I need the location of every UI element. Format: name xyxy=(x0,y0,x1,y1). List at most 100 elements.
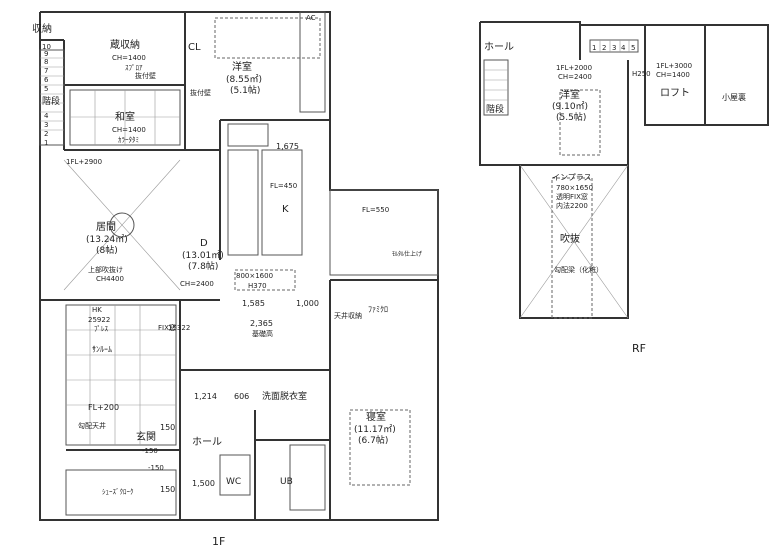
tatami-grid xyxy=(69,89,181,146)
step-num: 8 xyxy=(44,58,48,66)
label-rf-loft2-ch: CH=1400 xyxy=(656,71,690,79)
step-num: 7 xyxy=(44,67,48,75)
step-num: 6 xyxy=(44,76,49,84)
label-entrance-lvl: -150 xyxy=(142,447,158,455)
label-rf-western-tatami: (5.5帖) xyxy=(556,111,586,123)
label-dining-ch: CH=2400 xyxy=(180,280,214,288)
label-rf-attic: 小屋裏 xyxy=(722,92,746,102)
step-num: 2 xyxy=(602,44,606,52)
step-num: 9 xyxy=(44,50,48,58)
label-rf-h250: H250 xyxy=(632,70,651,78)
label-wet-fl: FL=550 xyxy=(362,206,389,214)
label-ceiling-storage: 天井収納 xyxy=(334,311,362,320)
label-rf-slope-beam: 勾配梁（化粧） xyxy=(554,265,603,274)
label-rf-inplus-size: 780×1650 xyxy=(556,184,593,192)
label-rf-inplus: インプラス xyxy=(552,173,592,182)
label-living-tatami: (8帖) xyxy=(96,244,118,256)
label-rf-stairs: 階段 xyxy=(486,103,504,115)
label-bedroom-area: (11.17㎡) xyxy=(354,424,396,435)
label-fix-window: FIX窓 xyxy=(158,323,176,332)
step-num: 5 xyxy=(631,44,635,52)
label-family-closet: ﾌｧﾐｸﾛ xyxy=(368,305,388,314)
label-dim-1500: 1,500 xyxy=(192,479,215,488)
label-shoes-closet: ｼｭｰｽﾞｸﾛｰｸ xyxy=(102,488,134,496)
label-sunroom-dims: 25922 xyxy=(88,316,110,324)
label-entrance-lvl2: -150 xyxy=(148,464,164,472)
label-dim-150b: 150 xyxy=(160,485,175,494)
label-living-fl: 1FL+2900 xyxy=(66,158,102,166)
label-rf-void: 吹抜 xyxy=(560,232,580,245)
label-rf-western: 洋室 xyxy=(560,88,580,101)
step-num: 10 xyxy=(42,43,51,51)
label-hall: ホール xyxy=(192,436,222,448)
label-storage: 収納 xyxy=(32,22,52,35)
label-kitchen: K xyxy=(282,204,289,215)
label-table: 800×1600 xyxy=(236,272,273,280)
step-num: 1 xyxy=(592,44,596,52)
step-num: 3 xyxy=(44,121,48,129)
label-dim-150a: 150 xyxy=(160,423,175,432)
label-dim-606: 606 xyxy=(234,392,249,401)
label-wc: WC xyxy=(226,477,241,487)
stairs-1f xyxy=(39,49,65,146)
label-table-h: H370 xyxy=(248,282,267,290)
label-rf-loft: ロフト xyxy=(660,88,690,99)
label-rf-western-area: (9.10㎡) xyxy=(552,101,588,112)
label-ub: UB xyxy=(280,477,293,487)
label-attic-storage: 蔵収納 xyxy=(110,38,140,51)
label-attic-sub: 抜付壁 xyxy=(135,71,156,80)
label-japanese-ch: CH=1400 xyxy=(112,126,146,134)
caption-rf: RF xyxy=(632,342,646,355)
label-dim-1000: 1,000 xyxy=(296,299,319,308)
step-num: 4 xyxy=(621,44,626,52)
label-living-ceiling: 上部吹抜け xyxy=(88,265,123,274)
label-sunroom-hk: HK xyxy=(92,306,102,314)
label-living-ch: CH4400 xyxy=(96,275,124,283)
label-sunroom: ｻﾝﾙｰﾑ xyxy=(92,345,112,354)
label-counter-dim: 2,365 xyxy=(250,319,273,328)
step-num: 4 xyxy=(44,112,49,120)
label-rf-loft-ch: CH=2400 xyxy=(558,73,592,81)
label-western-tatami: (5.1帖) xyxy=(230,84,260,96)
label-dim-1585: 1,585 xyxy=(242,299,265,308)
label-rf-loft2-fl: 1FL+3000 xyxy=(656,62,692,70)
label-mortar: ﾓﾙﾀﾙ仕上げ xyxy=(392,250,422,258)
label-ac: AC xyxy=(306,14,316,22)
label-stairs: 階段 xyxy=(42,95,60,107)
label-japanese-sub: 抜付壁 xyxy=(190,88,211,97)
label-attic-ch: CH=1400 xyxy=(112,54,146,62)
label-dining-tatami: (7.8帖) xyxy=(188,260,218,272)
first-floor-plan xyxy=(39,11,439,521)
label-western: 洋室 xyxy=(232,60,252,73)
label-dining: D xyxy=(200,238,208,249)
label-living-area: (13.24㎡) xyxy=(86,234,128,245)
label-sunroom-press: ﾌﾟﾚｽ xyxy=(94,325,108,333)
label-counter: 基礎高 xyxy=(252,329,273,338)
label-japanese-note: ｶﾗｰﾀﾀﾐ xyxy=(118,136,139,144)
step-num: 3 xyxy=(612,44,616,52)
first-floor-labels: 収納 蔵収納 CH=1400 ｽﾌﾟﾛｱ 抜付壁 CL 洋室 (8.55㎡) (… xyxy=(32,14,422,496)
label-rf-inplus-h: 内法2200 xyxy=(556,201,588,210)
label-western-area: (8.55㎡) xyxy=(226,74,262,85)
label-bedroom: 寝室 xyxy=(366,410,386,423)
label-rf-hall: ホール xyxy=(484,41,514,53)
roof-floor-plan xyxy=(479,21,769,319)
step-num: 1 xyxy=(44,139,48,147)
label-washroom: 洗面脱衣室 xyxy=(262,390,307,402)
label-closet: CL xyxy=(188,42,201,53)
label-attic-floor: ｽﾌﾟﾛｱ xyxy=(125,64,143,72)
label-slope-ceiling: 勾配天井 xyxy=(78,421,106,430)
sunroom-grid xyxy=(65,304,177,446)
label-kitchen-fl: FL=450 xyxy=(270,182,297,190)
label-bedroom-tatami: (6.7帖) xyxy=(358,434,388,446)
step-num: 5 xyxy=(44,85,48,93)
roof-floor-labels: ホール 階段 1FL+2000 CH=2400 洋室 (9.10㎡) (5.5帖… xyxy=(484,41,746,274)
label-dim-1675: 1,675 xyxy=(276,142,299,151)
step-num: 2 xyxy=(44,130,48,138)
label-rf-loft-fl: 1FL+2000 xyxy=(556,64,592,72)
caption-1f: 1F xyxy=(212,535,225,548)
label-living: 居間 xyxy=(96,221,116,233)
stairs-rf xyxy=(483,39,639,116)
label-japanese: 和室 xyxy=(115,110,135,123)
